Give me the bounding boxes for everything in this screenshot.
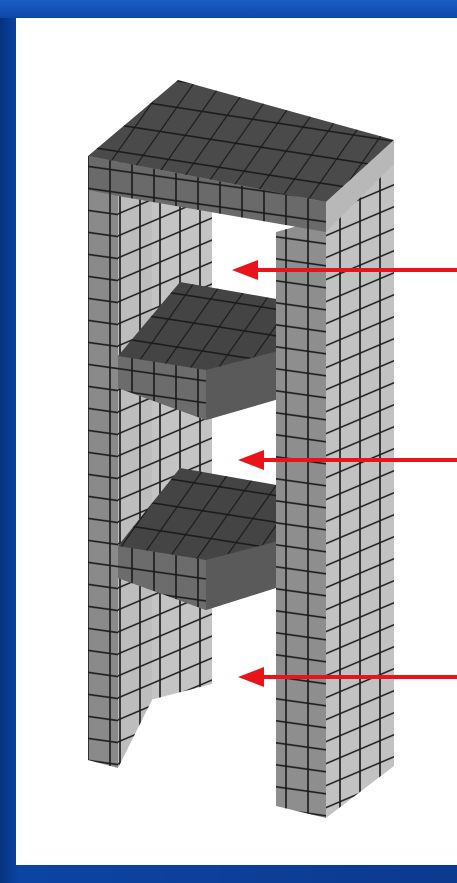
arrowhead-icon	[238, 667, 264, 687]
arrowhead-icon	[238, 450, 264, 470]
left-post-front	[88, 156, 118, 768]
left-post-side	[118, 152, 152, 768]
right-post-side	[326, 146, 394, 818]
left-post-inner-face	[150, 196, 212, 700]
arrowhead-icon	[232, 260, 258, 280]
right-post-front	[276, 218, 326, 818]
